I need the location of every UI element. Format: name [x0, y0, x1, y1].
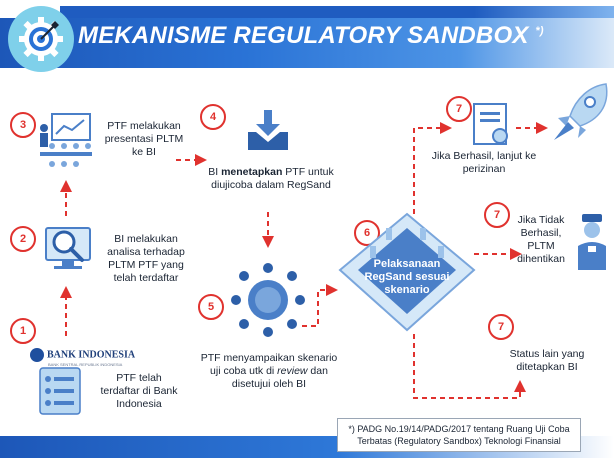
certificate-icon: [472, 102, 512, 153]
bank-indonesia-emblem-icon: [30, 347, 44, 362]
document-checklist-icon: [38, 366, 82, 421]
step-4-number: 4: [200, 104, 226, 130]
footnote: *) PADG No.19/14/PADG/2017 tentang Ruang…: [337, 418, 581, 452]
sandbox-platform-icon: [336, 206, 478, 343]
target-gear-icon: [19, 17, 63, 61]
outcome-success-number: 7: [446, 96, 472, 122]
step-4-text-part: PTF untuk diujicoba dalam RegSand: [211, 166, 334, 191]
header-logo: [8, 6, 74, 72]
footnote-line-1: *) PADG No.19/14/PADG/2017 tentang Ruang…: [348, 424, 570, 434]
rocket-icon: [550, 78, 612, 157]
step-6-text: Pelaksanaan RegSand sesuai skenario: [364, 258, 450, 296]
step-5-text-part: dan disetujui oleh BI: [231, 365, 328, 390]
step-2-number: 2: [10, 226, 36, 252]
bank-indonesia-subtitle: BANK SENTRAL REPUBLIK INDONESIA: [48, 362, 123, 367]
round-table-meeting-icon: [226, 258, 310, 347]
step-5-text-italic: review: [277, 365, 308, 377]
download-box-icon: [246, 108, 290, 157]
step-4-text-emphasis: menetapkan: [221, 166, 283, 178]
footnote-line-2: Terbatas (Regulatory Sandbox) Teknologi …: [357, 436, 561, 446]
arrow-6-to-other-status: [413, 334, 526, 399]
header-accent-bar: [60, 6, 614, 18]
arrow-6-to-success: [413, 122, 452, 214]
police-officer-icon: [574, 212, 610, 277]
bank-indonesia-name: BANK INDONESIA: [47, 349, 136, 361]
magnifier-monitor-icon: [40, 220, 96, 281]
outcome-failure-number: 7: [484, 202, 510, 228]
step-5-text: PTF menyampaikan skenario uji coba utk d…: [196, 352, 342, 391]
step-1-number: 1: [10, 318, 36, 344]
step-3-number: 3: [10, 112, 36, 138]
step-1-text: PTF telah terdaftar di Bank Indonesia: [100, 372, 178, 410]
page-title: MEKANISME REGULATORY SANDBOX *): [78, 22, 544, 50]
page-title-text: MEKANISME REGULATORY SANDBOX: [78, 22, 529, 49]
step-4-text-part: BI: [208, 166, 222, 178]
presentation-meeting-icon: [34, 108, 98, 177]
outcome-other-text: Status lain yang ditetapkan BI: [509, 348, 585, 373]
outcome-other-number: 7: [488, 314, 514, 340]
step-3-text: PTF melakukan presentasi PLTM ke BI: [104, 120, 184, 158]
outcome-failure-text: Jika Tidak Berhasil, PLTM dihentikan: [517, 214, 565, 265]
page-title-footnote-mark: *): [535, 25, 544, 37]
step-4-text: BI menetapkan PTF untuk diujicoba dalam …: [206, 166, 336, 192]
step-2-text: BI melakukan analisa terhadap PLTM PTF y…: [107, 233, 185, 284]
bank-indonesia-logo: BANK INDONESIA BANK SENTRAL REPUBLIK IND…: [30, 346, 135, 367]
step-5-number: 5: [198, 294, 224, 320]
outcome-success-text: Jika Berhasil, lanjut ke perizinan: [431, 150, 537, 175]
step-5-text-part: PTF menyampaikan skenario uji coba utk d…: [200, 352, 338, 377]
header-band: [0, 18, 614, 68]
